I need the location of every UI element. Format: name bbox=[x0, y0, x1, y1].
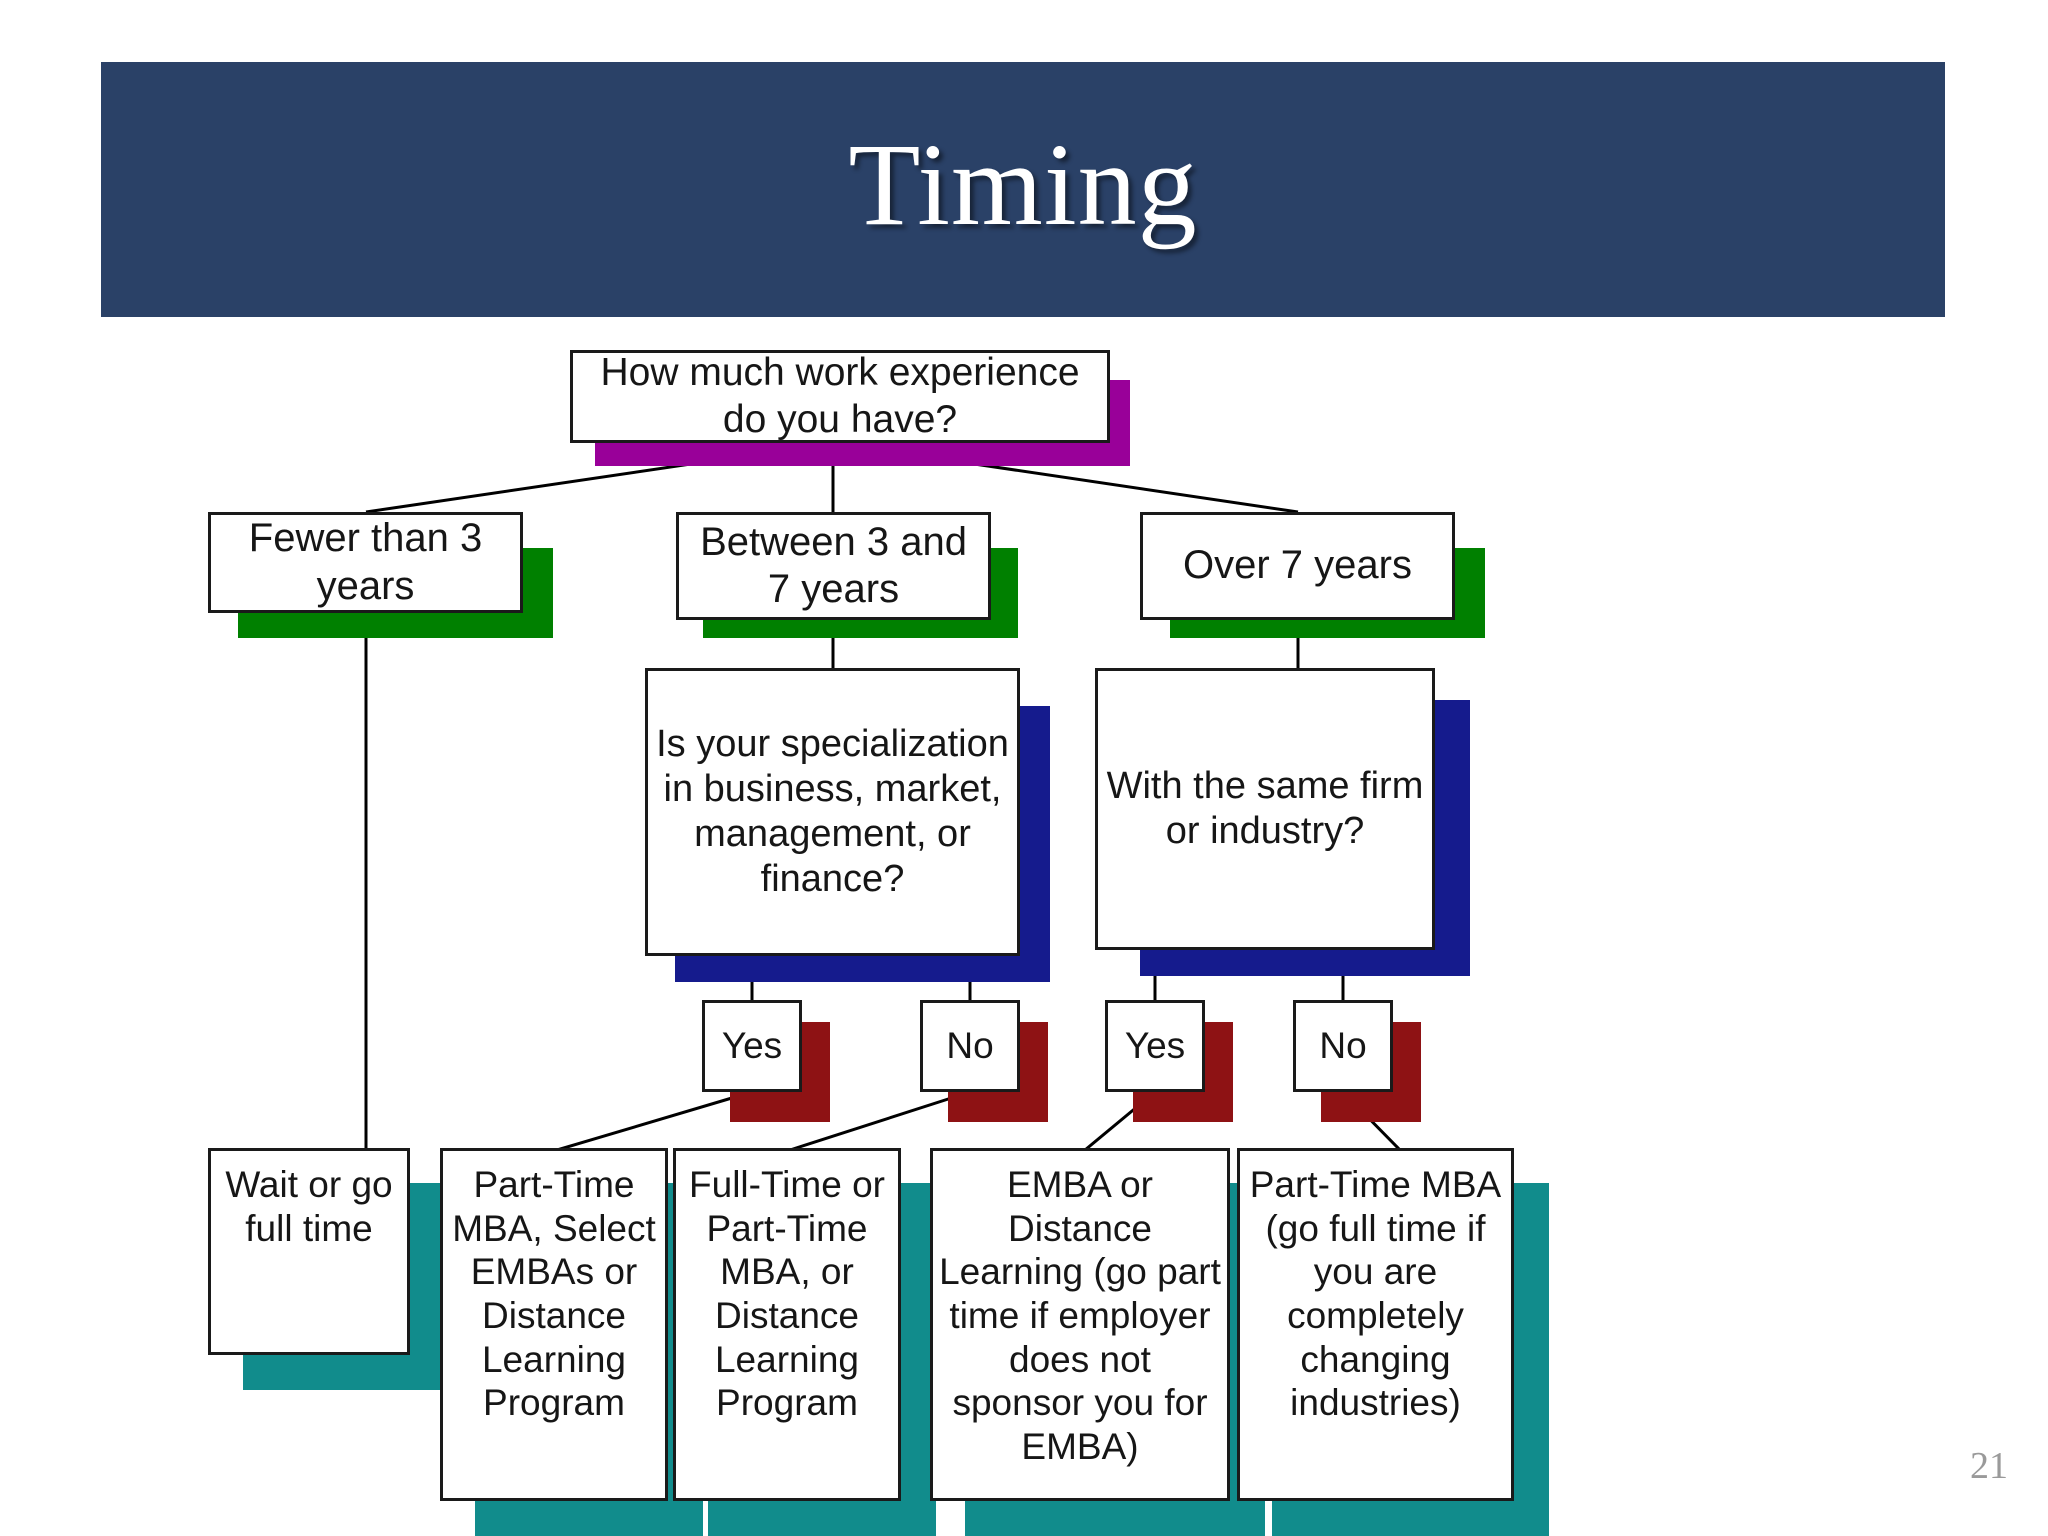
node-question-specialization[interactable]: Is your specialization in business, mark… bbox=[645, 668, 1020, 956]
page-number: 21 bbox=[1970, 1445, 2008, 1487]
node-leaf-full-or-part-time-mba[interactable]: Full-Time or Part-Time MBA, or Distance … bbox=[673, 1148, 901, 1501]
node-leaf-wait-or-go-full-time[interactable]: Wait or go full time bbox=[208, 1148, 410, 1355]
node-leaf-part-time-mba-changing[interactable]: Part-Time MBA (go full time if you are c… bbox=[1237, 1148, 1514, 1501]
node-band1-label: Fewer than 3 years bbox=[248, 516, 483, 608]
node-root-label: How much work experience do you have? bbox=[600, 351, 1080, 441]
node-q2-no[interactable]: No bbox=[1293, 1000, 1393, 1092]
node-q2-yes-label: Yes bbox=[1124, 1025, 1186, 1067]
edge-q1yes-leaf2 bbox=[556, 1090, 753, 1152]
node-leaf4-label: EMBA or Distance Learning (go part time … bbox=[939, 1164, 1221, 1467]
page-title: Timing bbox=[848, 118, 1198, 250]
node-leaf2-label: Part-Time MBA, Select EMBAs or Distance … bbox=[452, 1164, 656, 1424]
node-q2-no-label: No bbox=[1319, 1025, 1367, 1067]
node-leaf-part-time-mba-select[interactable]: Part-Time MBA, Select EMBAs or Distance … bbox=[440, 1148, 668, 1501]
node-band2-label: Between 3 and 7 years bbox=[700, 519, 967, 611]
node-band3-label: Over 7 years bbox=[1183, 543, 1412, 588]
node-q1-no[interactable]: No bbox=[920, 1000, 1020, 1092]
node-root[interactable]: How much work experience do you have? bbox=[570, 350, 1110, 443]
node-band-over-7[interactable]: Over 7 years bbox=[1140, 512, 1455, 620]
node-q1-yes-label: Yes bbox=[721, 1025, 783, 1067]
title-banner: Timing bbox=[101, 62, 1945, 317]
node-q2-yes[interactable]: Yes bbox=[1105, 1000, 1205, 1092]
node-leaf5-label: Part-Time MBA (go full time if you are c… bbox=[1249, 1164, 1502, 1424]
node-q1-label: Is your specialization in business, mark… bbox=[656, 723, 1009, 900]
node-leaf1-label: Wait or go full time bbox=[225, 1164, 393, 1249]
node-leaf3-label: Full-Time or Part-Time MBA, or Distance … bbox=[689, 1164, 885, 1424]
node-question-same-firm[interactable]: With the same firm or industry? bbox=[1095, 668, 1435, 950]
node-q1-no-label: No bbox=[946, 1025, 994, 1067]
node-q1-yes[interactable]: Yes bbox=[702, 1000, 802, 1092]
node-band-between-3-and-7[interactable]: Between 3 and 7 years bbox=[676, 512, 991, 620]
node-q2-label: With the same firm or industry? bbox=[1106, 765, 1424, 852]
node-leaf-emba-or-distance[interactable]: EMBA or Distance Learning (go part time … bbox=[930, 1148, 1230, 1501]
node-band-fewer-than-3[interactable]: Fewer than 3 years bbox=[208, 512, 523, 613]
